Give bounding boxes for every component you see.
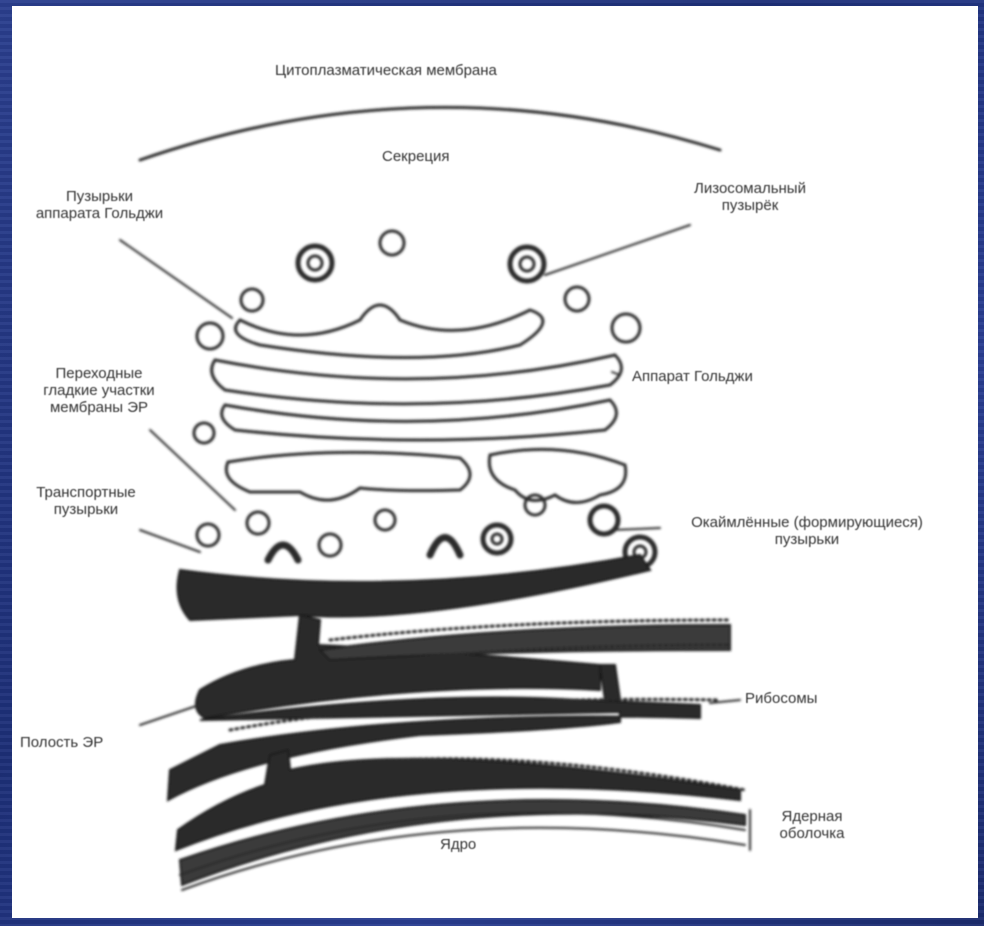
lysosomal-vesicles (298, 246, 544, 281)
label-er-cavity: Полость ЭР (20, 734, 103, 751)
label-golgi: Аппарат Гольджи (632, 368, 753, 385)
label-membrane: Цитоплазматическая мембрана (275, 62, 497, 79)
label-secretion: Секреция (382, 148, 450, 165)
coated-forming-vesicles (268, 506, 655, 567)
label-nucleus: Ядро (440, 836, 476, 853)
label-ribosomes: Рибосомы (745, 690, 817, 707)
label-coated-vesicles: Окаймлённые (формирующиеся)пузырьки (672, 514, 942, 548)
golgi-cisternae (212, 305, 626, 503)
